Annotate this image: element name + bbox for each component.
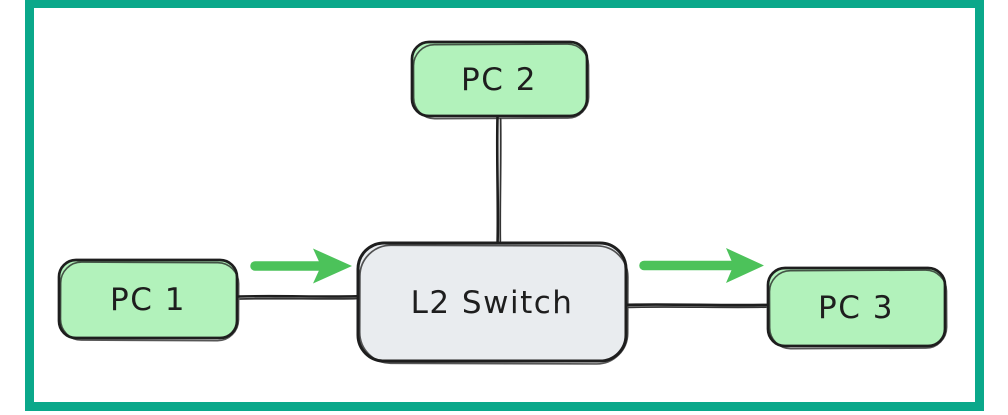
edge-switch-pc3 [626,303,769,309]
arrow-right-icon [313,248,352,284]
node-pc3-label: PC 3 [818,290,894,326]
node-shape-sketch [59,261,240,342]
node-shape-sketch [412,43,590,120]
edge-pc1-switch [237,294,359,300]
flow-arrow-pc1-to-switch [250,248,352,284]
node-pc2: PC 2 [410,40,590,120]
node-shape [766,266,947,348]
node-shape [410,40,589,118]
node-l2-switch: L2 Switch [356,241,629,365]
arrow-right-icon [726,248,764,283]
node-pc1: PC 1 [57,258,240,342]
node-shape-sketch [358,244,629,365]
canvas-frame [25,0,984,411]
node-l2-switch-label: L2 Switch [411,285,574,321]
node-pc3: PC 3 [766,266,948,350]
node-shape [356,241,628,363]
node-shape [57,258,239,340]
node-pc2-label: PC 2 [461,62,537,98]
node-pc1-label: PC 1 [110,282,186,318]
node-shape-sketch [768,269,948,350]
flow-arrow-switch-to-pc3 [639,248,764,283]
edge-pc2-switch [495,115,502,244]
